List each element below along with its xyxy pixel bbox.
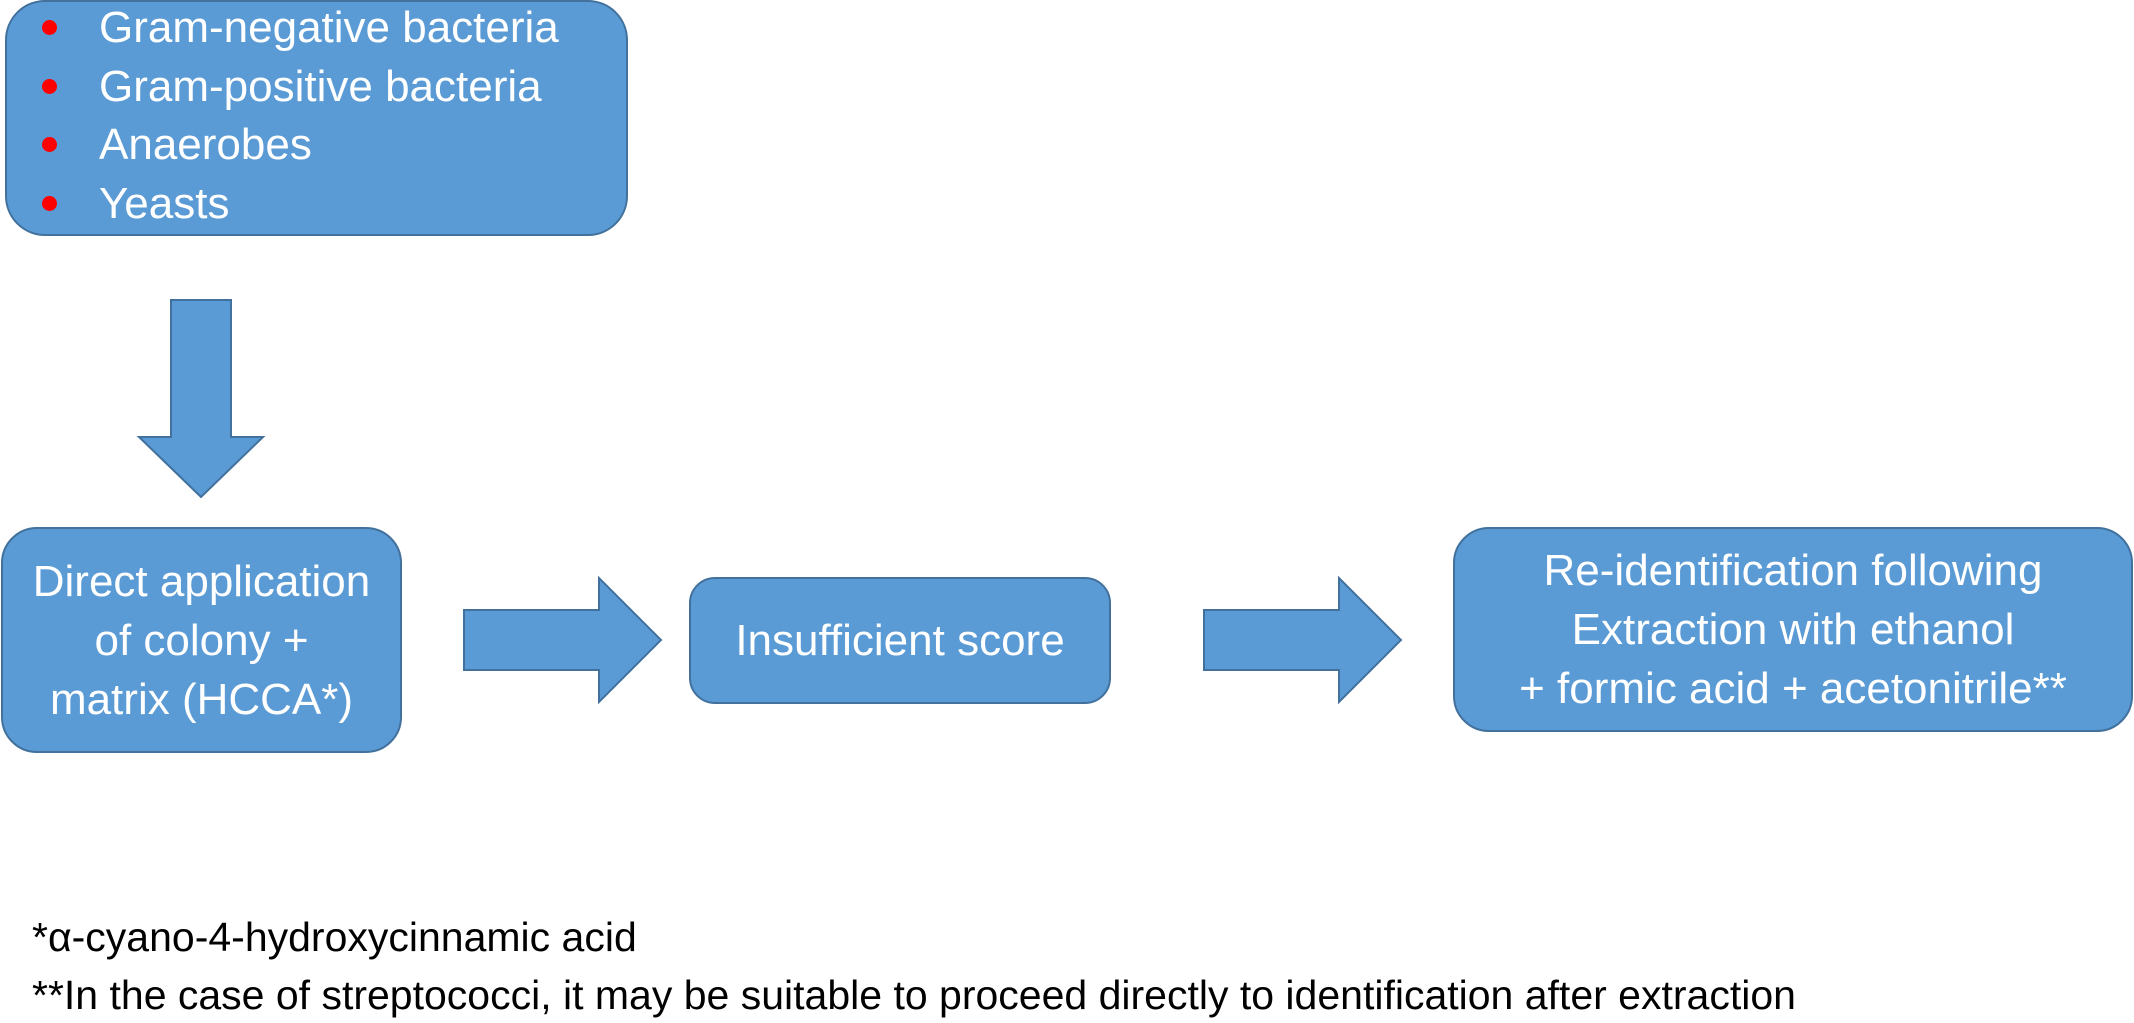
step-text-line: Extraction with ethanol: [1571, 605, 2015, 654]
list-item: Yeasts: [7, 175, 559, 234]
reidentification-box: Re-identification following Extraction w…: [1453, 527, 2133, 732]
list-item: Anaerobes: [7, 116, 559, 175]
insufficient-score-box: Insufficient score: [689, 577, 1111, 704]
step-text-line: of colony +: [94, 615, 309, 665]
organism-types-box: Gram-negative bacteria Gram-positive bac…: [5, 0, 628, 236]
organism-label: Gram-positive bacteria: [99, 61, 542, 111]
list-item: Gram-negative bacteria: [7, 0, 559, 58]
step-label: Insufficient score: [735, 616, 1065, 665]
organism-list: Gram-negative bacteria Gram-positive bac…: [7, 0, 559, 233]
step-text-line: Direct application: [32, 556, 371, 606]
organism-label: Anaerobes: [99, 120, 312, 169]
footnote-streptococci: **In the case of streptococci, it may be…: [32, 972, 1796, 1018]
direct-application-box: Direct application of colony + matrix (H…: [1, 527, 402, 753]
footnote-hcca: *α-cyano-4-hydroxycinnamic acid: [32, 914, 637, 960]
step-text-line: + formic acid + acetonitrile**: [1519, 664, 2067, 713]
step-text-line: Re-identification following: [1543, 546, 2043, 595]
step-text-line: matrix (HCCA*): [49, 674, 354, 724]
bullet-icon: [42, 78, 57, 94]
bullet-icon: [42, 137, 57, 152]
organism-label: Yeasts: [99, 178, 230, 228]
bullet-icon: [42, 195, 57, 211]
down-arrow-icon: [136, 299, 266, 499]
bullet-icon: [42, 20, 57, 35]
list-item: Gram-positive bacteria: [7, 58, 559, 117]
right-arrow-icon: [463, 575, 663, 705]
organism-label: Gram-negative bacteria: [99, 3, 559, 52]
right-arrow-icon: [1203, 575, 1403, 705]
